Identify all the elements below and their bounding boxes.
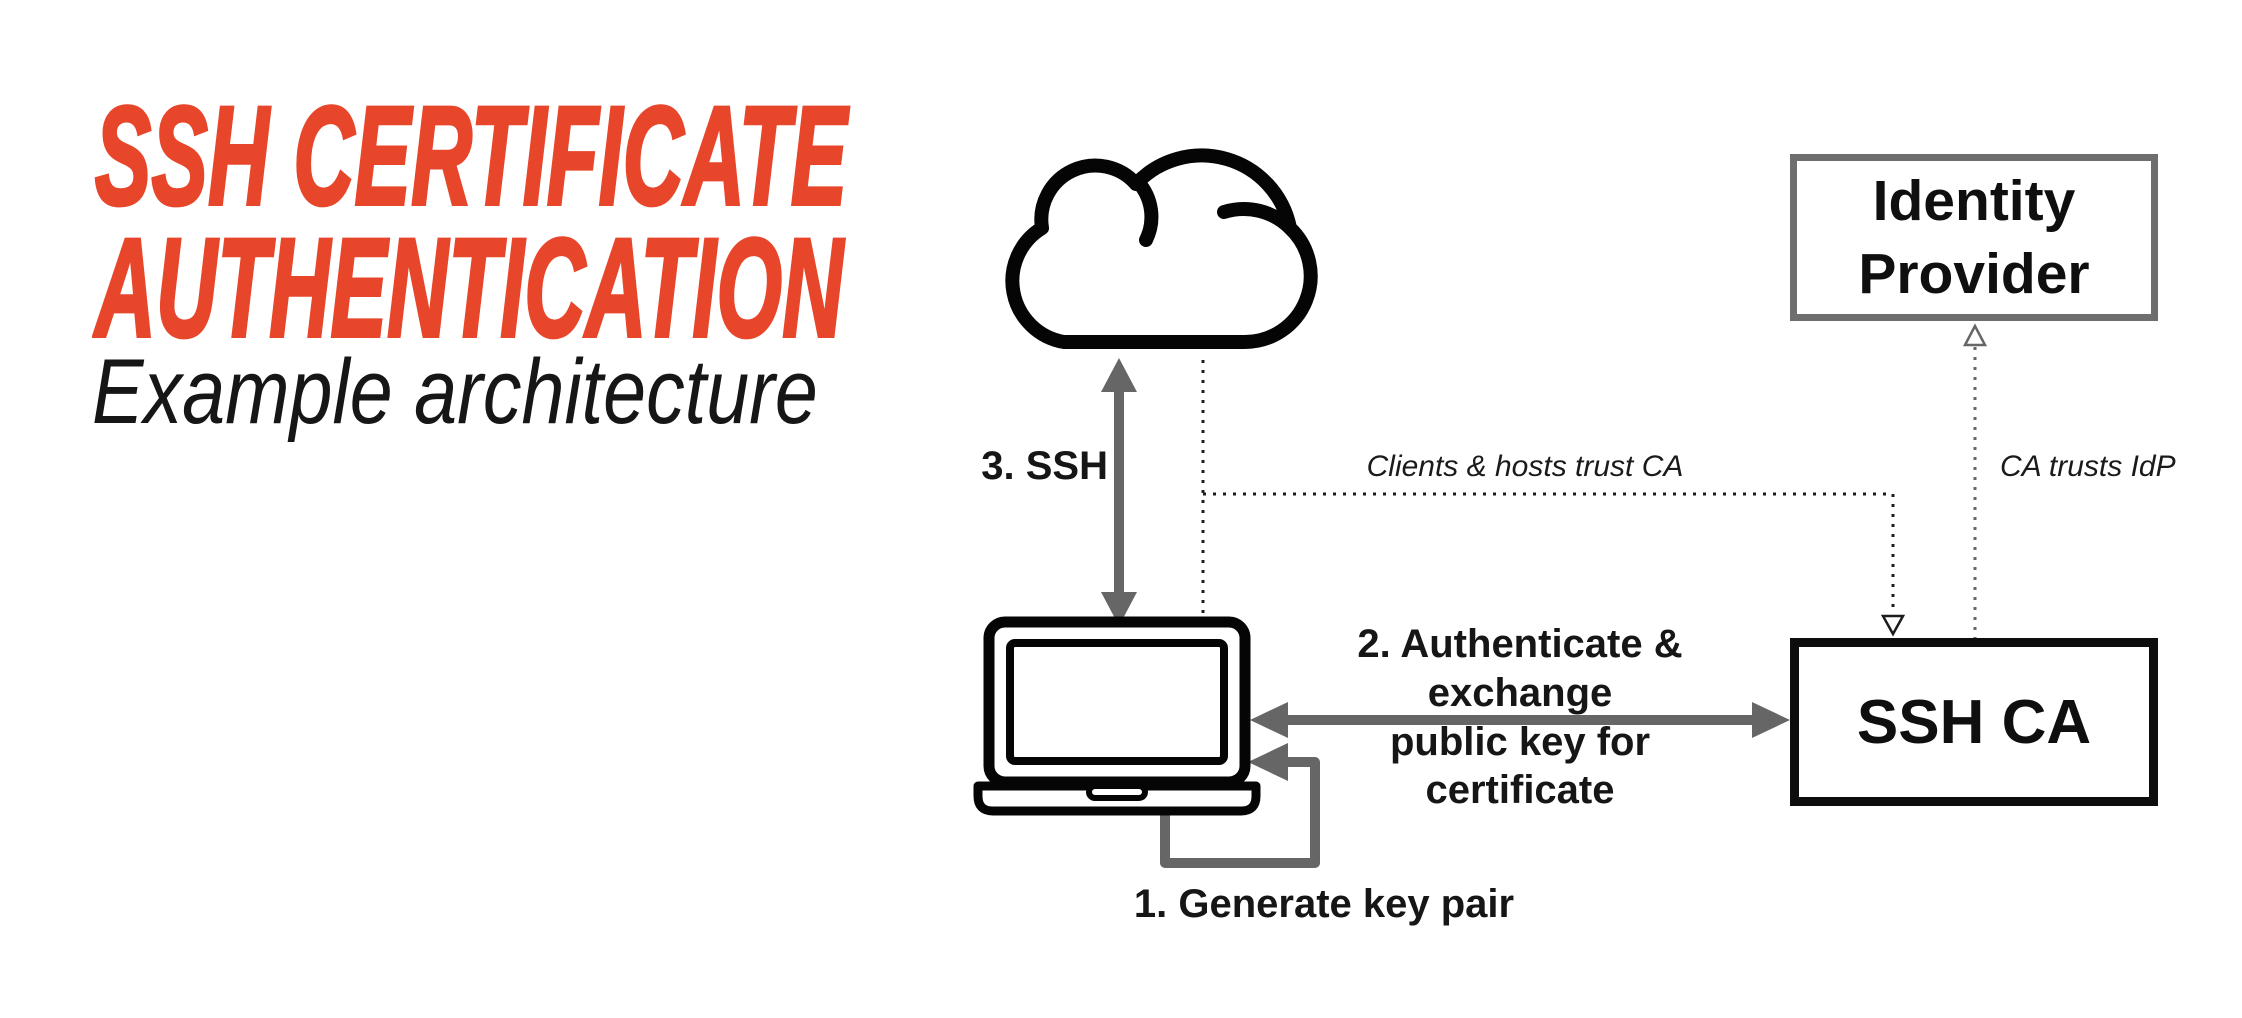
identity-provider-label-line1: Identity [1872,169,2076,234]
authenticate-edge-label-line1: 2. Authenticate & exchange [1357,622,1683,715]
clients-trust-ca-label: Clients & hosts trust CA [1366,450,1684,483]
generate-key-pair-loop-arrow [1160,743,1320,868]
page-title-line1: SSH CERTIFICATE [94,77,848,234]
page-subtitle: Example architecture [92,341,818,443]
ssh-ca-label: SSH CA [1856,687,2092,757]
authenticate-double-arrow [1250,702,1790,738]
open-arrowhead-down-icon [1880,614,1906,637]
open-arrowhead-up-icon [1962,323,1988,347]
ca-trusts-idp-label: CA trusts IdP [2000,450,2176,483]
authenticate-edge-label: 2. Authenticate & exchange public key fo… [1294,620,1746,815]
laptop-icon [973,616,1261,816]
authenticate-edge-label-line2: public key for certificate [1389,719,1651,813]
generate-key-pair-label: 1. Generate key pair [1133,882,1515,926]
ca-trusts-idp-dotted-line [1962,323,1988,640]
identity-provider-node: Identity Provider [1790,154,2158,321]
ssh-ca-node: SSH CA [1790,638,2158,806]
cloud-icon [1005,148,1318,350]
ssh-double-arrow [1101,358,1137,626]
page-title-line2: AUTHENTICATION [94,209,845,366]
ssh-edge-label: 3. SSH [981,444,1108,488]
clients-trust-ca-dotted-line [1201,360,1906,637]
identity-provider-label-line2: Provider [1858,241,2090,306]
